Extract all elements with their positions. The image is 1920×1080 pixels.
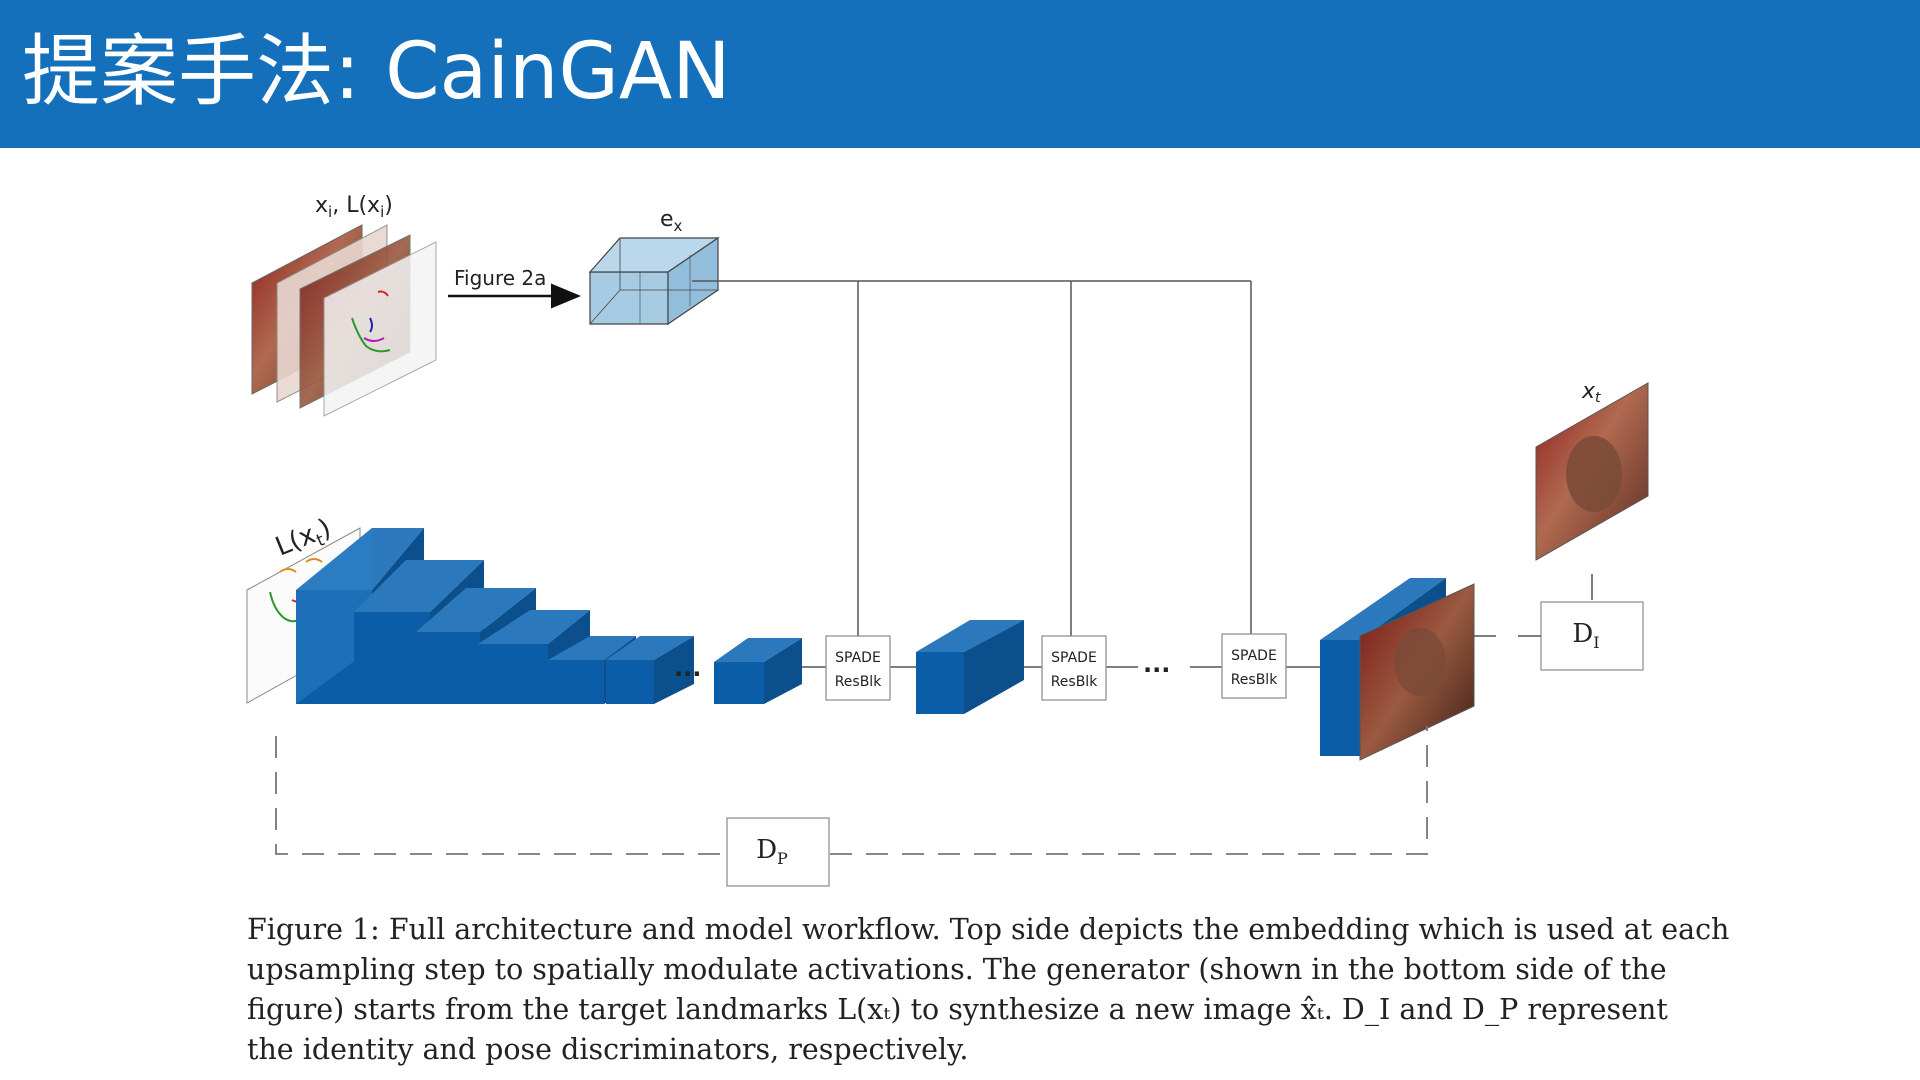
input-image-stack: [251, 224, 437, 417]
svg-text:ResBlk: ResBlk: [1231, 672, 1279, 688]
embedding-connectors: [692, 280, 1252, 636]
caption-line-1: Figure 1: Full architecture and model wo…: [247, 913, 1730, 946]
target-image: [1535, 382, 1649, 561]
svg-text:DP: DP: [756, 835, 788, 868]
landmark-mouth-line: [363, 337, 385, 342]
input-label: xi, L(xi): [315, 193, 393, 221]
encoder-block-7: [714, 638, 802, 704]
spade-resblk-2: SPADE ResBlk: [1041, 635, 1107, 701]
decoder-block-1: [916, 620, 1024, 714]
target-landmark-label: L(xt): [271, 513, 336, 566]
caption-line-3: figure) starts from the target landmarks…: [247, 993, 1668, 1026]
caption-line-2: upsampling step to spatially modulate ac…: [247, 953, 1667, 986]
input-landmark-sheet: [323, 241, 437, 417]
landmark-jaw-line: [351, 317, 391, 353]
pose-disc-path: [275, 726, 1428, 855]
landmark-nose-line: [369, 317, 373, 333]
output-block: [1320, 578, 1475, 761]
figure-caption: Figure 1: Full architecture and model wo…: [247, 910, 1730, 1070]
svg-text:DI: DI: [1572, 619, 1599, 652]
embedding-cube: [588, 236, 720, 326]
landmark-eye-line: [377, 290, 389, 297]
pose-discriminator: DP: [726, 817, 830, 887]
encoder-block-6: [606, 636, 694, 704]
identity-discriminator: DI: [1540, 601, 1644, 671]
svg-text:SPADE: SPADE: [835, 650, 881, 666]
encoder-blocks: [296, 528, 802, 704]
ellipsis-1: ...: [674, 654, 701, 682]
svg-text:SPADE: SPADE: [1051, 650, 1097, 666]
embedding-label: ex: [660, 207, 683, 235]
title-bar: 提案手法: CainGAN: [0, 0, 1920, 148]
svg-text:SPADE: SPADE: [1231, 648, 1277, 664]
target-image-label: xt: [1581, 379, 1601, 406]
spade-resblk-1: SPADE ResBlk: [825, 635, 891, 701]
svg-text:ResBlk: ResBlk: [835, 674, 883, 690]
caption-line-4: the identity and pose discriminators, re…: [247, 1033, 969, 1066]
slide-title: 提案手法: CainGAN: [22, 27, 731, 117]
identity-disc-connectors: [1474, 574, 1593, 637]
ellipsis-2: ...: [1143, 650, 1170, 678]
spade-resblk-3: SPADE ResBlk: [1221, 633, 1287, 699]
figure-ref-label: Figure 2a: [454, 266, 546, 290]
svg-text:ResBlk: ResBlk: [1051, 674, 1099, 690]
